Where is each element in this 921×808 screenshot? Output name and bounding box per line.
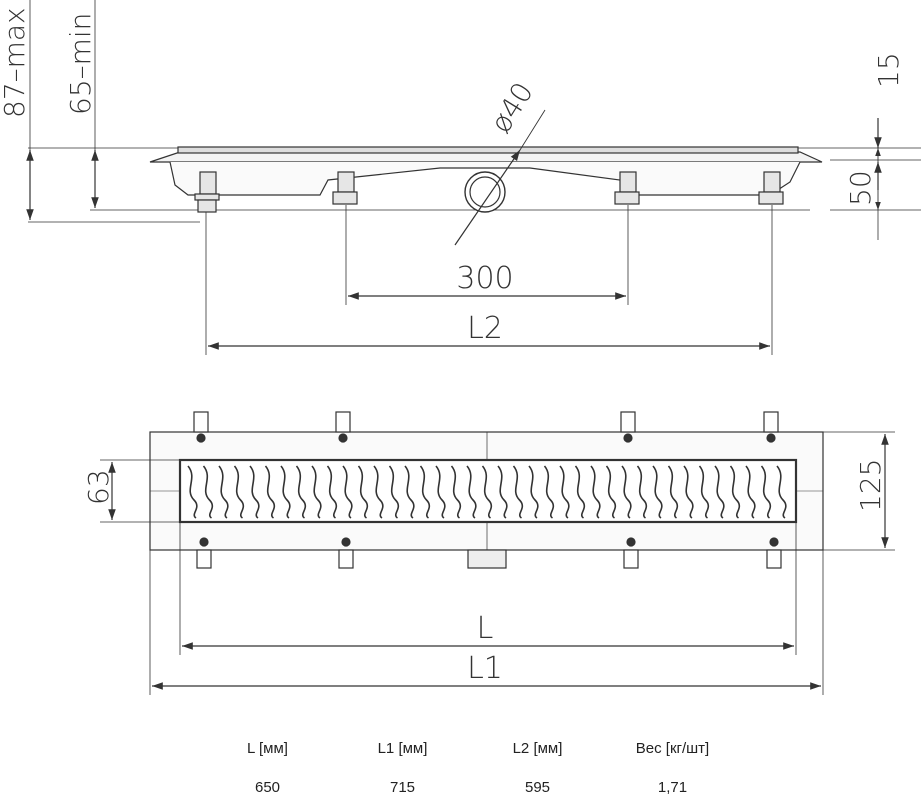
grate-slot bbox=[605, 465, 617, 519]
grate-slot bbox=[621, 465, 632, 519]
dim-300: 300 bbox=[456, 261, 513, 296]
grate-slot bbox=[481, 465, 493, 519]
grate-slot bbox=[574, 465, 586, 519]
grate-slot bbox=[373, 465, 384, 519]
spec-value-weight: 1,71 bbox=[657, 778, 688, 796]
grate-slot bbox=[528, 465, 539, 519]
dim-L2: L2 bbox=[467, 311, 503, 346]
grate-slot bbox=[311, 465, 322, 519]
grate-slot bbox=[249, 465, 260, 519]
spec-header-L1: L1 [мм] bbox=[377, 739, 428, 757]
spec-value-L: 650 bbox=[254, 778, 281, 796]
grate-slot bbox=[218, 465, 229, 519]
grate-wave-pattern bbox=[187, 465, 787, 519]
grate-slot bbox=[187, 465, 198, 519]
grate-slot bbox=[729, 465, 741, 519]
spec-value-L2: 595 bbox=[524, 778, 551, 796]
grate-slot bbox=[233, 465, 245, 519]
grate-slot bbox=[776, 465, 787, 519]
adjustable-feet bbox=[194, 171, 784, 213]
spec-header-L: L [мм] bbox=[247, 739, 288, 757]
grate-slot bbox=[745, 465, 756, 519]
spec-header-row: L [мм] L1 [мм] L2 [мм] Вес [кг/шт] bbox=[200, 730, 740, 766]
grate-slot bbox=[497, 465, 508, 519]
dim-87max: 87–max bbox=[0, 7, 31, 118]
dim-diameter-40: ø40 bbox=[484, 76, 540, 138]
mounting-brackets bbox=[193, 411, 782, 569]
top-view bbox=[100, 411, 895, 695]
grate-slot bbox=[590, 465, 601, 519]
dim-63: 63 bbox=[82, 469, 115, 505]
spec-table: L [мм] L1 [мм] L2 [мм] Вес [кг/шт] 650 7… bbox=[200, 730, 740, 808]
grate-slot bbox=[404, 465, 415, 519]
grate-slot bbox=[698, 465, 710, 519]
grate-slot bbox=[419, 465, 431, 519]
grate-slot bbox=[388, 465, 400, 519]
dim-L: L bbox=[477, 611, 494, 646]
side-view bbox=[26, 0, 921, 355]
grate-slot bbox=[636, 465, 648, 519]
grate-slot bbox=[760, 465, 772, 519]
grate-slot bbox=[295, 465, 307, 519]
dim-L1: L1 bbox=[467, 651, 503, 686]
spec-header-weight: Вес [кг/шт] bbox=[635, 739, 710, 757]
grate-slot bbox=[326, 465, 338, 519]
spec-value-L1: 715 bbox=[389, 778, 416, 796]
grate-slot bbox=[202, 465, 214, 519]
grate-slot bbox=[683, 465, 694, 519]
grate-slot bbox=[435, 465, 446, 519]
grate-slot bbox=[512, 465, 524, 519]
spec-header-L2: L2 [мм] bbox=[512, 739, 563, 757]
grate-slot bbox=[280, 465, 291, 519]
grate-slot bbox=[667, 465, 679, 519]
grate-slot bbox=[714, 465, 725, 519]
spec-value-row: 650 715 595 1,71 bbox=[200, 766, 740, 808]
grate-slot bbox=[342, 465, 353, 519]
drain-grate-profile bbox=[177, 146, 799, 154]
grate-slot bbox=[450, 465, 462, 519]
dim-15: 15 bbox=[872, 52, 905, 88]
grate-slot bbox=[652, 465, 663, 519]
grate-slot bbox=[264, 465, 276, 519]
grate-slot bbox=[559, 465, 570, 519]
grate-slot bbox=[543, 465, 555, 519]
dim-65min: 65–min bbox=[64, 13, 97, 115]
dim-50: 50 bbox=[844, 170, 877, 206]
dim-125: 125 bbox=[854, 459, 887, 512]
grate-slot bbox=[466, 465, 477, 519]
grate-slot bbox=[357, 465, 369, 519]
outlet-pipe bbox=[464, 171, 506, 213]
outlet-connector bbox=[467, 549, 507, 569]
